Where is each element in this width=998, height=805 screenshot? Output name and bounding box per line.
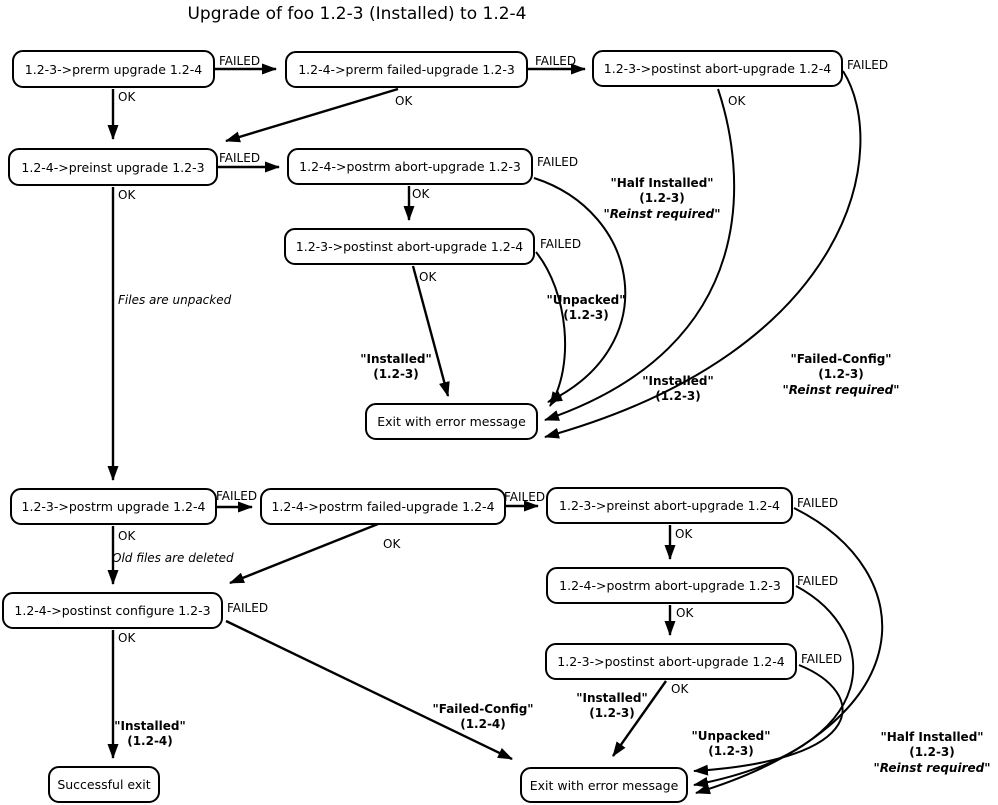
state-line: "Reinst required" [782, 382, 900, 397]
curve-postinst-abort-failed [535, 251, 567, 407]
node-postrm-failed-upgrade: 1.2-4->postrm failed-upgrade 1.2-4 [260, 488, 506, 525]
diagram-title: Upgrade of foo 1.2-3 (Installed) to 1.2-… [187, 4, 527, 24]
node-postinst-configure: 1.2-4->postinst configure 1.2-3 [2, 592, 223, 629]
node-postinst-abort-upgrade-top: 1.2-3->postinst abort-upgrade 1.2-4 [592, 50, 843, 87]
state-line: "Reinst required" [603, 206, 721, 221]
comment-old-files-deleted: Old files are deleted [112, 551, 234, 565]
state-label-half-installed-lower: "Half Installed" (1.2-3) "Reinst require… [874, 730, 991, 776]
edge-label-failed: FAILED [504, 490, 546, 504]
state-line: (1.2-3) [655, 389, 701, 404]
state-line: (1.2-3) [373, 367, 419, 382]
curve-postinst-abort-top-ok [544, 88, 736, 421]
state-line: (1.2-3) [708, 744, 754, 759]
state-line: (1.2-4) [460, 717, 506, 732]
state-line: (1.2-3) [909, 745, 955, 760]
node-prerm-upgrade: 1.2-3->prerm upgrade 1.2-4 [12, 50, 215, 88]
edge-label-failed: FAILED [227, 601, 269, 615]
edge-label-ok: OK [118, 529, 136, 543]
edge-label-failed: FAILED [216, 489, 258, 503]
edge-label-failed: FAILED [535, 54, 577, 68]
edge-postinst-configure-failed [225, 619, 513, 761]
edge-label-failed: FAILED [797, 496, 839, 510]
state-label-installed-lower-mid: "Installed" (1.2-3) [576, 691, 647, 722]
state-line: (1.2-3) [563, 308, 609, 323]
state-label-installed-upper-right: "Installed" (1.2-3) [642, 374, 713, 405]
edge-postinst-abort2-ok [612, 680, 667, 757]
state-label-unpacked-upper: "Unpacked" (1.2-3) [547, 293, 626, 324]
node-preinst-upgrade: 1.2-4->preinst upgrade 1.2-3 [8, 148, 218, 186]
node-exit-error-upper: Exit with error message [365, 403, 538, 440]
edge-label-ok: OK [395, 94, 413, 108]
edge-label-ok: OK [728, 94, 746, 108]
edge-label-ok: OK [419, 270, 437, 284]
curve-postinst-abort-bottom-failed [693, 664, 844, 776]
state-line: "Installed" [576, 691, 648, 705]
state-line: (1.2-3) [818, 367, 864, 382]
edge-label-ok: OK [118, 90, 136, 104]
state-line: "Half Installed" [880, 730, 984, 744]
state-line: "Installed" [642, 374, 714, 388]
node-postinst-abort-upgrade-mid: 1.2-3->postinst abort-upgrade 1.2-4 [284, 228, 535, 265]
state-line: "Unpacked" [691, 729, 771, 743]
state-line: "Failed-Config" [790, 352, 892, 366]
edge-label-failed: FAILED [537, 155, 579, 169]
edge-label-ok: OK [118, 188, 136, 202]
curve-postinst-abort-top-failed [544, 70, 862, 439]
node-successful-exit: Successful exit [48, 766, 160, 803]
curve-postrm-abort-failed [533, 177, 627, 403]
state-line: "Reinst required" [873, 760, 991, 775]
state-line: "Unpacked" [546, 293, 626, 307]
state-line: (1.2-3) [639, 191, 685, 206]
edge-label-failed: FAILED [540, 237, 582, 251]
node-exit-error-lower: Exit with error message [520, 767, 688, 803]
comment-files-unpacked: Files are unpacked [118, 293, 232, 307]
node-postrm-upgrade: 1.2-3->postrm upgrade 1.2-4 [10, 488, 217, 525]
edge-label-failed: FAILED [847, 58, 889, 72]
edge-postinst-abort-ok [411, 265, 450, 397]
curve-postrm-abort-bottom-failed [693, 585, 855, 788]
state-label-failed-config-upper: "Failed-Config" (1.2-3) "Reinst required… [783, 352, 900, 398]
edge-label-failed: FAILED [801, 652, 843, 666]
edge-label-failed: FAILED [797, 574, 839, 588]
node-prerm-failed-upgrade: 1.2-4->prerm failed-upgrade 1.2-3 [285, 51, 528, 88]
state-line: (1.2-3) [589, 706, 635, 721]
state-line: "Half Installed" [610, 176, 714, 190]
edge-label-ok: OK [675, 527, 693, 541]
state-label-half-installed-upper: "Half Installed" (1.2-3) "Reinst require… [604, 176, 721, 222]
edge-label-ok: OK [118, 631, 136, 645]
edge-label-ok: OK [676, 606, 694, 620]
curve-preinst-abort-failed [695, 507, 884, 795]
node-postinst-abort-upgrade-bottom: 1.2-3->postinst abort-upgrade 1.2-4 [545, 643, 797, 680]
state-label-unpacked-lower: "Unpacked" (1.2-3) [692, 729, 771, 760]
edge-label-failed: FAILED [219, 151, 261, 165]
node-postrm-abort-upgrade-bottom: 1.2-4->postrm abort-upgrade 1.2-3 [546, 567, 794, 604]
state-line: "Installed" [114, 719, 186, 733]
edge-label-ok: OK [671, 682, 689, 696]
edge-label-ok: OK [412, 187, 430, 201]
node-preinst-abort-upgrade: 1.2-3->preinst abort-upgrade 1.2-4 [546, 487, 793, 524]
state-label-failed-config-lower: "Failed-Config" (1.2-4) [432, 702, 533, 733]
state-line: (1.2-4) [127, 734, 173, 749]
edge-prerm-failed-upgrade-ok [225, 87, 399, 143]
state-line: "Failed-Config" [432, 702, 534, 716]
state-label-installed-lower-left: "Installed" (1.2-4) [114, 719, 185, 750]
edge-label-ok: OK [383, 537, 401, 551]
edge-label-failed: FAILED [219, 54, 261, 68]
node-postrm-abort-upgrade-mid: 1.2-4->postrm abort-upgrade 1.2-3 [287, 148, 533, 185]
state-label-installed-upper-left: "Installed" (1.2-3) [360, 352, 431, 383]
state-line: "Installed" [360, 352, 432, 366]
edge-postrm-failed-upgrade-ok [229, 522, 379, 585]
